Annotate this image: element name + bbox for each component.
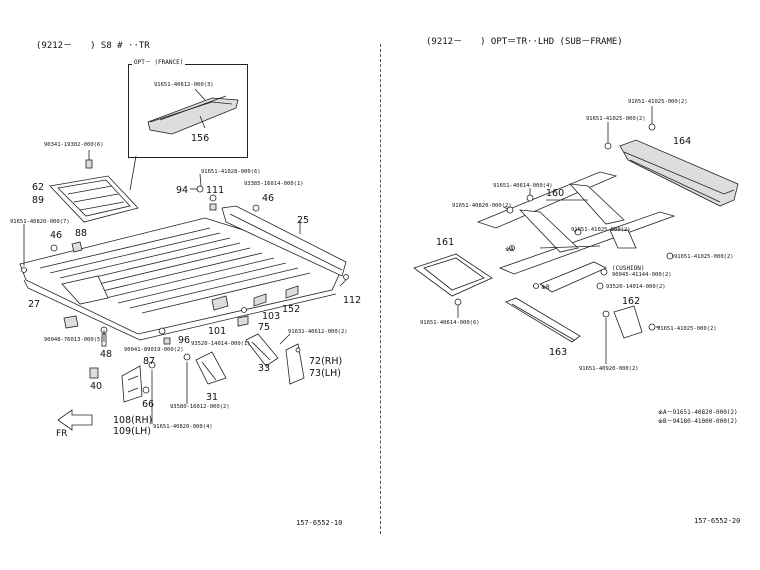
part-callout-label: 103 — [262, 311, 281, 322]
part-callout-label: 90048-76013-000(5) — [44, 337, 104, 343]
part-callout-label: 89 — [32, 195, 45, 206]
part-callout-label: ※B — [541, 284, 550, 291]
left-footer-code: 157-6552-10 — [296, 519, 343, 527]
part-callout-label: 90045-41144-000(2) — [612, 272, 672, 278]
part-callout-label: 160 — [546, 188, 565, 199]
floor-panel-27 — [19, 217, 346, 341]
part-callout-label: 156 — [191, 133, 210, 144]
part-callout-label: 91651-41028-000(6) — [201, 169, 261, 175]
part-156-drawing — [147, 88, 239, 135]
part-callout-label: 66 — [142, 399, 155, 410]
part-callout-label: 93520-14014-000(1) — [191, 341, 251, 347]
note-b: ※B－94180-41000-000(2) — [658, 418, 738, 425]
part-callout-label: 72(RH) — [309, 356, 343, 367]
part-callout-label: 112 — [343, 295, 362, 306]
part-callout-label: 152 — [282, 304, 301, 315]
page-divider — [380, 44, 381, 534]
fr-arrow — [57, 409, 93, 431]
part-callout-label: 91651-41025-000(2) — [628, 99, 688, 105]
france-option-inset — [128, 64, 248, 158]
fr-label: FR — [56, 429, 68, 439]
part-callout-label: 109(LH) — [113, 426, 151, 437]
part-callout-label: 62 — [32, 182, 45, 193]
part-callout-label: 33 — [258, 363, 271, 374]
part-callout-label: 101 — [208, 326, 227, 337]
part-callout-label: 91651-40820-000(7) — [10, 219, 70, 225]
bracket-162 — [613, 305, 643, 339]
part-callout-label: 48 — [100, 349, 113, 360]
part-callout-label: 91651-40820-000(2) — [452, 203, 512, 209]
part-callout-label: 91651-41025-000(2) — [586, 116, 646, 122]
part-callout-label: 27 — [28, 299, 41, 310]
right-footer-code: 157-6552-20 — [694, 517, 741, 525]
part-callout-label: ※A — [505, 246, 514, 253]
sub-frame-160 — [476, 171, 676, 293]
member-164 — [619, 139, 739, 207]
part-callout-label: 96 — [178, 335, 191, 346]
panel-161 — [413, 253, 493, 297]
left-header: (9212－ ) S8 # ··TR — [36, 41, 150, 51]
member-163 — [505, 297, 581, 343]
part-callout-label: 91651-41025-000(2) — [674, 254, 734, 260]
part-callout-label: 111 — [206, 185, 225, 196]
part-callout-label: 40 — [90, 381, 103, 392]
part-callout-label: 91651-40820-000(4) — [153, 424, 213, 430]
note-a: ※A－91651-40820-000(2) — [658, 409, 738, 416]
part-callout-label: 163 — [549, 347, 568, 358]
part-callout-label: 73(LH) — [309, 368, 341, 379]
part-callout-label: 162 — [622, 296, 641, 307]
part-callout-label: 87 — [143, 356, 156, 367]
part-callout-label: 91651-40612-000(3) — [154, 82, 214, 88]
right-header: (9212－ ) OPT＝TR··LHD (SUB－FRAME) — [426, 37, 623, 47]
part-callout-label: 88 — [75, 228, 88, 239]
part-callout-label: 108(RH) — [113, 415, 153, 426]
part-callout-label: 46 — [262, 193, 275, 204]
part-callout-label: 90341-19302-000(6) — [44, 142, 104, 148]
part-callout-label: (CUSHION) — [612, 265, 645, 272]
part-callout-label: 93580-16012-000(2) — [170, 404, 230, 410]
part-callout-label: 91631-40612-000(2) — [288, 329, 348, 335]
part-callout-label: 164 — [673, 136, 692, 147]
part-callout-label: 46 — [50, 230, 63, 241]
part-callout-label: 93385-16014-000(1) — [244, 181, 304, 187]
part-callout-label: 90041-89019-000(2) — [124, 347, 184, 353]
part-callout-label: 75 — [258, 322, 271, 333]
rail-25 — [221, 205, 349, 280]
part-callout-label: 31 — [206, 392, 219, 403]
inset-title: OPT－ (FRANCE) — [132, 59, 186, 66]
part-callout-label: 91651-41025-000(2) — [571, 227, 631, 233]
part-callout-label: 25 — [297, 215, 310, 226]
part-callout-label: 93520-14014-000(2) — [606, 284, 666, 290]
part-callout-label: 91651-40614-000(4) — [493, 183, 553, 189]
part-callout-label: 91651-40920-000(2) — [579, 366, 639, 372]
part-callout-label: 94 — [176, 185, 189, 196]
part-callout-label: 91651-41025-000(2) — [657, 326, 717, 332]
part-callout-label: 91651-40614-000(6) — [420, 320, 480, 326]
part-callout-label: 161 — [436, 237, 455, 248]
panel-62-89 — [49, 150, 139, 223]
